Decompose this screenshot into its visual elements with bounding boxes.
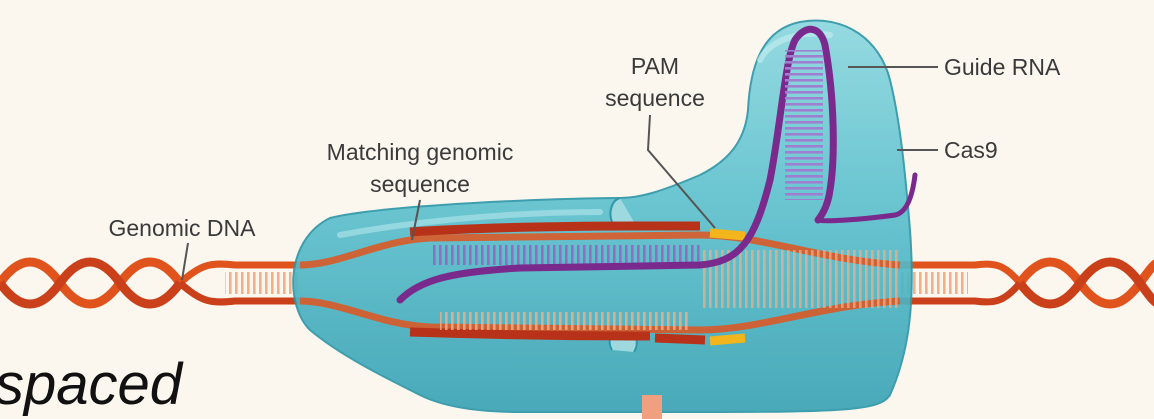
- right-dna-helix: [900, 262, 1154, 304]
- dna-exit: [642, 395, 662, 419]
- label-guide-rna: Guide RNA: [944, 54, 1061, 80]
- pam-top: [710, 233, 745, 236]
- label-cas9: Cas9: [944, 137, 998, 163]
- overlay-text: spaced: [0, 352, 184, 417]
- label-matching-line1: Matching genomic: [327, 139, 514, 165]
- label-pam-line1: PAM: [631, 53, 679, 79]
- label-genomic-dna: Genomic DNA: [109, 215, 257, 241]
- left-dna-helix: [0, 262, 300, 304]
- pam-bottom: [710, 338, 745, 341]
- label-pam-line2: sequence: [605, 85, 705, 111]
- label-matching-line2: sequence: [370, 171, 470, 197]
